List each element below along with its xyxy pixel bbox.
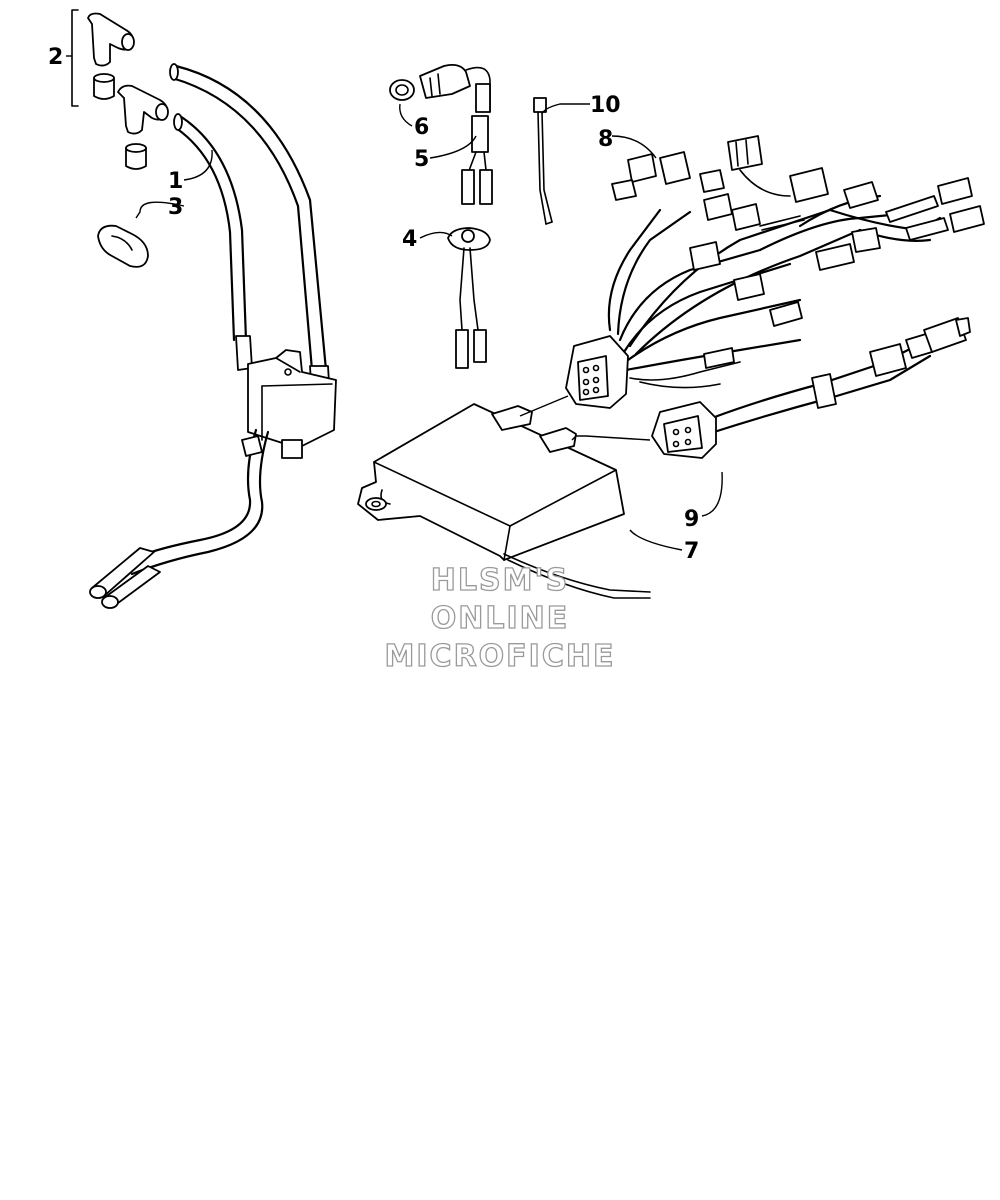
temperature-sensor: [389, 63, 493, 205]
connection-lines: [519, 395, 651, 441]
callout-7: 7: [684, 539, 699, 564]
callout-2: 2: [48, 45, 63, 70]
cdi-module: [357, 403, 651, 599]
spark-plug-caps: [66, 9, 169, 170]
callout-3: 3: [168, 195, 183, 220]
callout-labels: 1 2 3 4 5 6 7 8 9 10: [48, 45, 699, 564]
callout-leaders: [135, 103, 723, 551]
cable-tie: [533, 97, 553, 225]
callout-8: 8: [598, 127, 613, 152]
callout-5: 5: [414, 147, 429, 172]
callout-1: 1: [168, 169, 183, 194]
watermark-line-1: HLSM'S: [431, 563, 569, 598]
callout-10: 10: [590, 93, 621, 118]
watermark: HLSM'S ONLINE MICROFICHE: [384, 562, 616, 674]
callout-6: 6: [414, 115, 429, 140]
watermark-line-3: MICROFICHE: [385, 639, 616, 674]
wiring-harness: [565, 135, 985, 409]
sub-harness: [651, 317, 971, 459]
wire-clip: [97, 224, 149, 268]
ignition-coil: [89, 63, 337, 609]
position-sensor: [447, 227, 491, 369]
callout-9: 9: [684, 507, 699, 532]
callout-4: 4: [402, 227, 417, 252]
watermark-line-2: ONLINE: [431, 601, 570, 636]
